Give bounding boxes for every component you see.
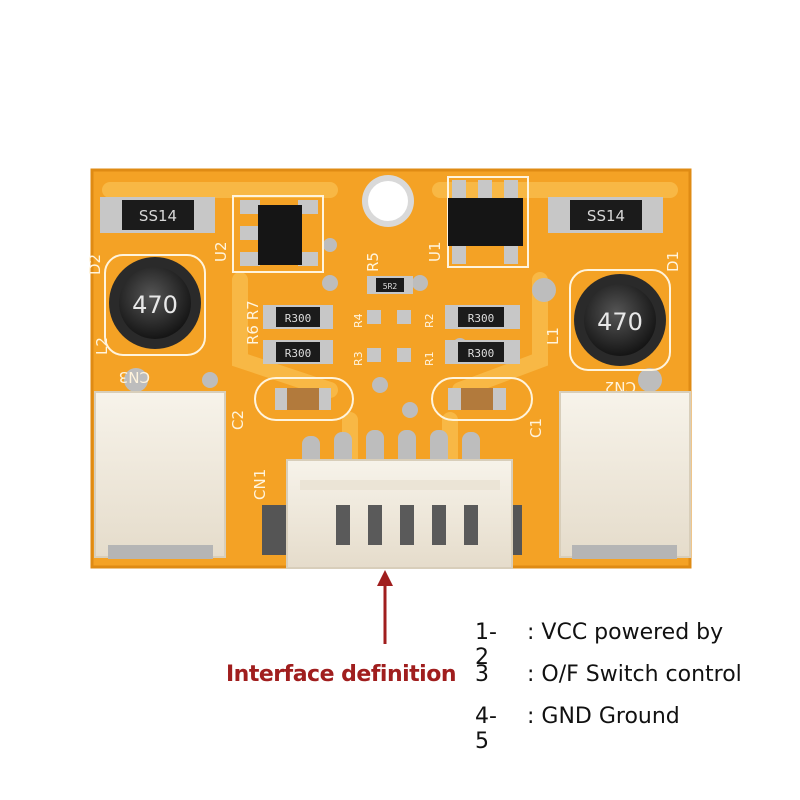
pcb-svg: SS14 SS14 470 470 R300 [86, 168, 692, 569]
pin-signal: : O/F Switch control [527, 662, 742, 687]
pcb-board-photo: SS14 SS14 470 470 R300 [86, 168, 692, 569]
silk-l1: L1 [544, 327, 562, 345]
silk-r4: R4 [352, 313, 365, 328]
pcb-substrate [90, 168, 692, 569]
silk-r3: R3 [352, 351, 365, 366]
resistor-r2-marking: R300 [468, 312, 495, 325]
diode-d1-marking: SS14 [587, 207, 625, 225]
pin-number: 3 [475, 662, 489, 687]
silk-r6r7: R6 R7 [244, 300, 262, 345]
inductor-l1-marking: 470 [597, 308, 643, 336]
interface-definition-label: Interface definition [226, 662, 457, 687]
resistor-r6: R300 [263, 340, 333, 364]
silk-r5: R5 [364, 252, 382, 272]
silk-r2: R2 [423, 313, 436, 328]
inductor-l2: 470 [104, 254, 206, 356]
resistor-r7-marking: R300 [285, 312, 312, 325]
inductor-l1: 470 [569, 269, 671, 371]
capacitor-c2 [254, 377, 354, 421]
silk-d2: D2 [86, 254, 104, 275]
connector-cn1 [262, 430, 522, 569]
silk-c2: C2 [229, 410, 247, 430]
silk-u1: U1 [426, 241, 444, 262]
chip-u2 [232, 195, 324, 273]
connector-cn3 [94, 391, 226, 559]
pin-number: 4-5 [475, 704, 497, 754]
silk-cn3: CN3 [119, 368, 150, 386]
silk-c1: C1 [527, 418, 545, 438]
resistor-r1-marking: R300 [468, 347, 495, 360]
silk-l2: L2 [93, 337, 111, 355]
pin-signal: : VCC powered by [527, 620, 724, 645]
chip-u1 [447, 176, 529, 268]
diode-d2: SS14 [100, 197, 215, 233]
resistor-r3-r4-pads [367, 310, 411, 362]
silk-d1: D1 [664, 251, 682, 272]
inductor-l2-marking: 470 [132, 291, 178, 319]
resistor-r7: R300 [263, 305, 333, 329]
arrow-up-icon [377, 570, 393, 644]
silk-cn1: CN1 [251, 469, 269, 500]
resistor-r6-marking: R300 [285, 347, 312, 360]
resistor-r5-marking: 5R2 [383, 282, 398, 291]
diode-d2-marking: SS14 [139, 207, 177, 225]
vias [124, 238, 662, 418]
diode-d1: SS14 [548, 197, 663, 233]
resistor-r5: 5R2 [367, 276, 413, 294]
resistor-r1: R300 [445, 340, 520, 364]
connector-cn2 [559, 391, 691, 559]
silk-r1: R1 [423, 351, 436, 366]
capacitor-c1 [431, 377, 533, 421]
silk-u2: U2 [212, 241, 230, 262]
mounting-hole [368, 181, 408, 221]
resistor-r2: R300 [445, 305, 520, 329]
pin-number: 1-2 [475, 620, 497, 670]
pin-signal: : GND Ground [527, 704, 680, 729]
